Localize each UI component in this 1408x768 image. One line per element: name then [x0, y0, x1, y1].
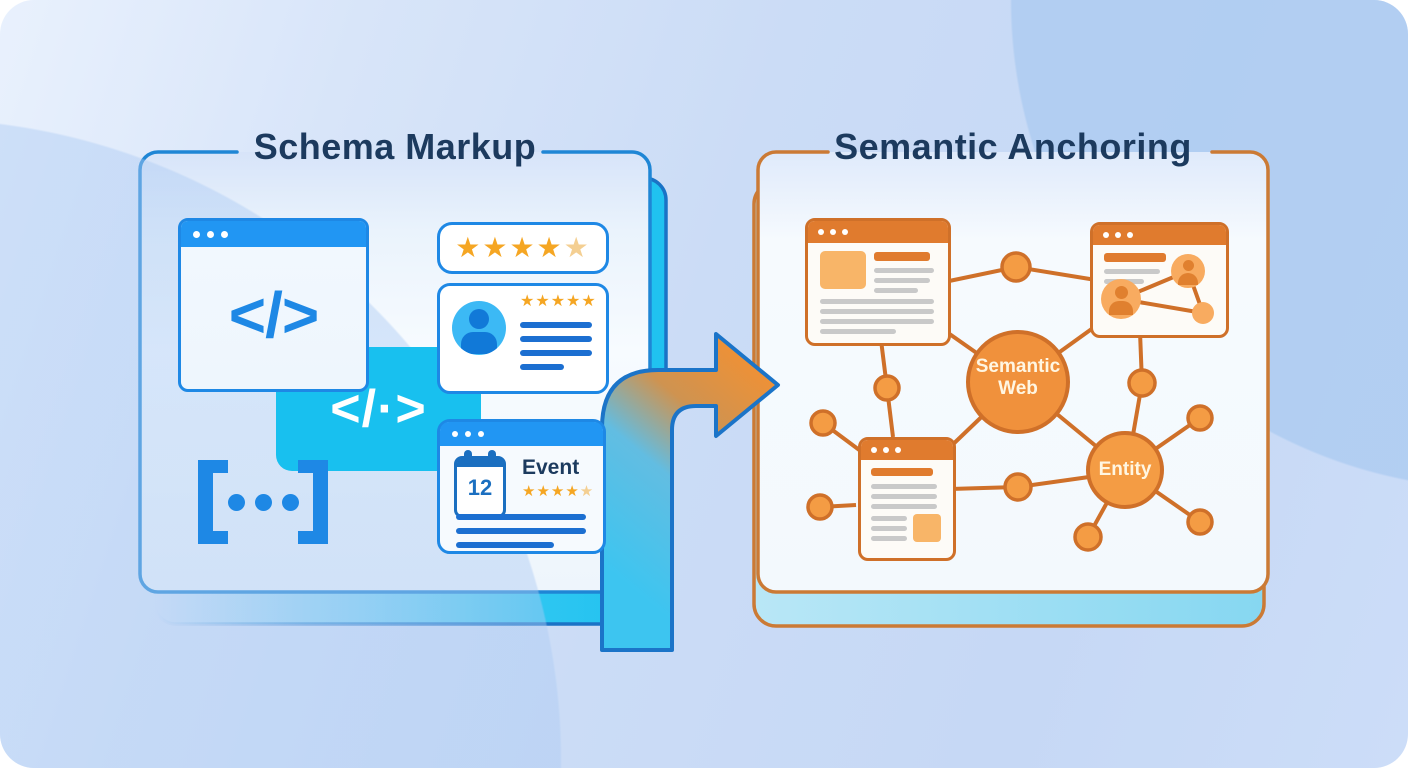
- stars-filled: ★★★★: [455, 232, 564, 263]
- semantic-web-hub-label: Semantic Web: [975, 356, 1061, 400]
- star-rating: ★★★★★: [522, 484, 594, 499]
- webpage-card-document: [858, 437, 956, 561]
- event-snippet-card: 12 Event ★★★★★: [437, 419, 606, 554]
- ellipsis-dots-icon: [198, 494, 328, 511]
- plain-node-icon: [1192, 302, 1214, 324]
- text-line: [820, 309, 934, 314]
- graph-node: [1000, 251, 1032, 283]
- graph-node: [1127, 368, 1157, 398]
- text-line: [874, 268, 934, 273]
- graph-node: [809, 409, 837, 437]
- window-dot-icon: [452, 431, 458, 437]
- text-line: [871, 504, 937, 509]
- graph-node: [806, 493, 834, 521]
- window-dot-icon: [818, 229, 824, 235]
- text-line: [820, 319, 934, 324]
- code-tag-icon: </>: [228, 279, 320, 351]
- graph-node: [1186, 404, 1214, 432]
- event-label: Event: [522, 456, 580, 479]
- star-rating: ★★★★★: [520, 294, 597, 310]
- star-pale: ★: [579, 483, 595, 500]
- window-dot-icon: [193, 230, 200, 238]
- person-avatar-icon: [452, 301, 506, 355]
- stars-filled: ★★★★: [522, 483, 580, 500]
- text-line: [1104, 269, 1160, 274]
- entity-node-label: Entity: [1098, 459, 1152, 480]
- window-titlebar: [861, 440, 953, 460]
- window-dot-icon: [895, 447, 901, 453]
- bracket-right-icon: [298, 460, 328, 544]
- window-dot-icon: [1115, 232, 1121, 238]
- text-line: [874, 278, 930, 283]
- calendar-date: 12: [467, 475, 493, 500]
- webpage-card-article: [805, 218, 951, 346]
- review-snippet-card: ★★★★★: [437, 283, 609, 394]
- text-line: [871, 484, 937, 489]
- text-line: [456, 528, 586, 534]
- window-dot-icon: [221, 230, 228, 238]
- window-dot-icon: [871, 447, 877, 453]
- window-dot-icon: [478, 431, 484, 437]
- text-line: [871, 494, 937, 499]
- json-array-icon: [198, 452, 328, 552]
- text-line: [874, 288, 918, 293]
- text-line: [520, 350, 592, 356]
- text-line: [520, 336, 592, 342]
- code-browser-window: </>: [178, 218, 369, 392]
- stars-filled: ★★★★★: [520, 293, 597, 310]
- window-titlebar: [808, 221, 948, 243]
- window-titlebar: [181, 221, 366, 247]
- left-panel-title: Schema Markup: [253, 126, 537, 167]
- graph-node: [873, 374, 901, 402]
- text-line: [520, 322, 592, 328]
- text-line: [871, 526, 907, 531]
- star-rating: ★★★★★: [455, 234, 591, 262]
- window-titlebar: [1093, 225, 1226, 245]
- window-dot-icon: [465, 431, 471, 437]
- flow-arrow-icon: [600, 332, 780, 652]
- image-placeholder: [820, 251, 866, 289]
- window-dot-icon: [883, 447, 889, 453]
- bracket-left-icon: [198, 460, 228, 544]
- text-line: [871, 516, 907, 521]
- title-line: [1104, 253, 1166, 262]
- person-node-icon: [1171, 254, 1205, 288]
- text-line: [520, 364, 564, 370]
- title-line: [874, 252, 930, 261]
- person-node-icon: [1101, 279, 1141, 319]
- window-dot-icon: [830, 229, 836, 235]
- webpage-card-people: [1090, 222, 1229, 338]
- calendar-icon: 12: [454, 450, 506, 518]
- window-dot-icon: [1127, 232, 1133, 238]
- text-line: [871, 536, 907, 541]
- window-dot-icon: [207, 230, 214, 238]
- title-line: [871, 468, 933, 476]
- graph-node: [1186, 508, 1214, 536]
- rating-snippet-card: ★★★★★: [437, 222, 609, 274]
- window-dot-icon: [1103, 232, 1109, 238]
- text-line: [820, 329, 896, 334]
- image-placeholder: [913, 514, 941, 542]
- star-pale: ★: [563, 232, 591, 263]
- text-line: [820, 299, 934, 304]
- right-panel-title: Semantic Anchoring: [834, 126, 1192, 167]
- text-line: [456, 542, 554, 548]
- graph-node: [1003, 472, 1033, 502]
- window-dot-icon: [842, 229, 848, 235]
- text-line: [456, 514, 586, 520]
- window-titlebar: [440, 422, 603, 446]
- graph-node: [1073, 522, 1103, 552]
